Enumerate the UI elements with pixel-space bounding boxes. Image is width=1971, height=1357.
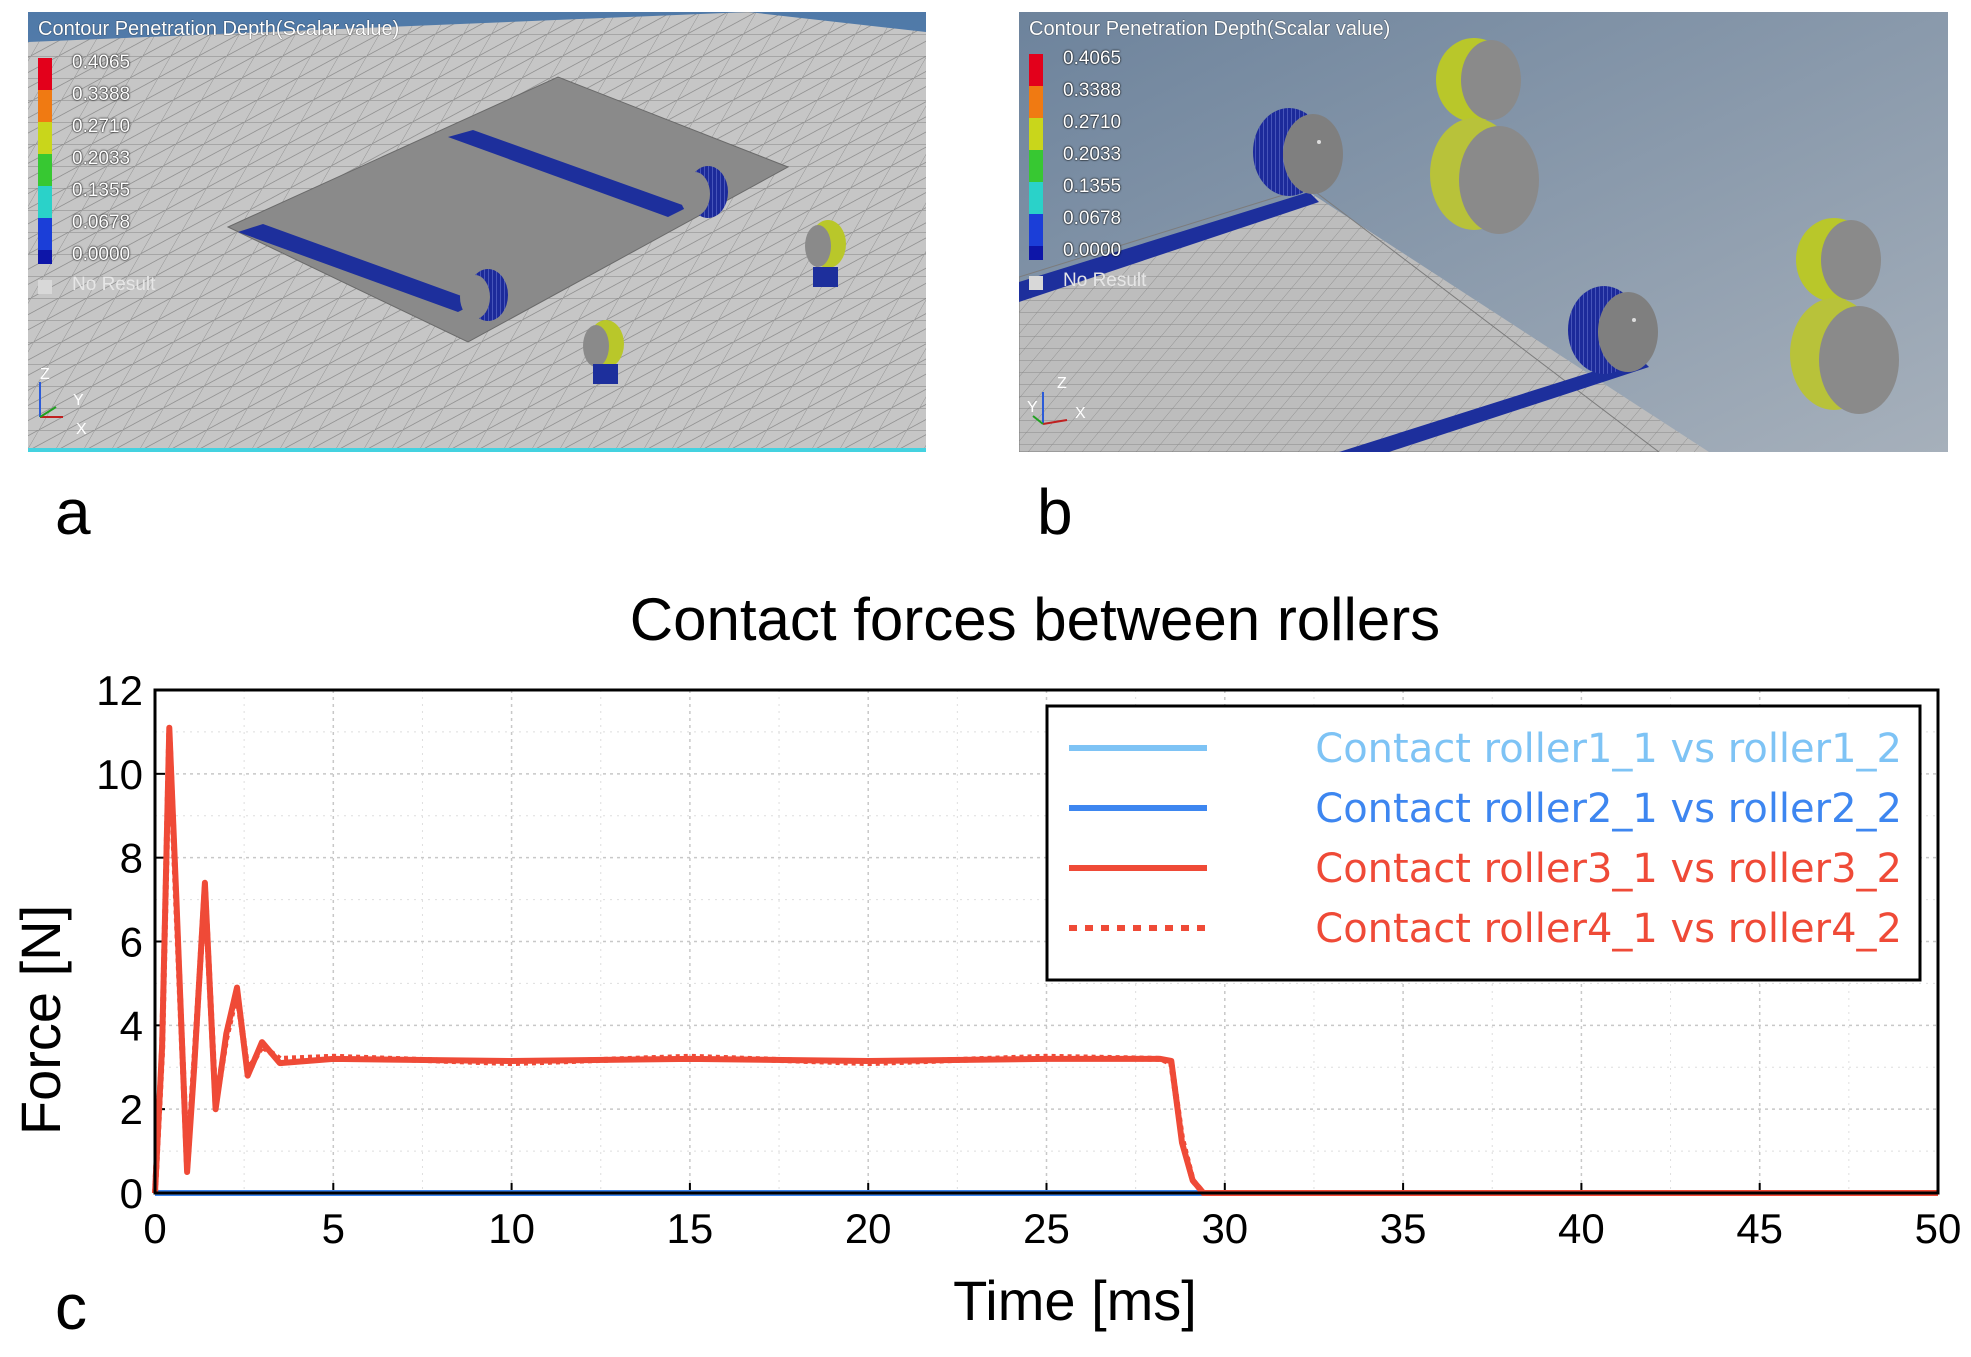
x-tick-label: 20 (845, 1205, 892, 1252)
no-result-label: No Result (72, 274, 156, 295)
scale-value: 0.2033 (1063, 144, 1122, 165)
panel-letter-a: a (55, 476, 91, 548)
scale-swatch (38, 250, 52, 264)
roller-yellow-pair-1 (1430, 38, 1539, 234)
sheet-plate (1019, 186, 1660, 452)
axis-z-label: Z (1057, 375, 1067, 392)
scale-value: 0.2710 (72, 116, 131, 137)
bottom-edge (28, 448, 926, 452)
scale-swatch (1029, 214, 1043, 246)
legend-label: Contact roller2_1 vs roller2_2 (1315, 786, 1902, 832)
y-tick-label: 4 (120, 1002, 143, 1049)
scale-value: 0.3388 (72, 84, 131, 105)
scale-swatch (1029, 182, 1043, 214)
roller-pair-2 (460, 269, 508, 321)
x-tick-label: 0 (143, 1205, 166, 1252)
x-tick-label: 40 (1558, 1205, 1605, 1252)
x-tick-label: 10 (488, 1205, 535, 1252)
y-tick-label: 12 (96, 667, 143, 714)
roller-pair-4 (583, 320, 624, 384)
axis-x-label: X (76, 421, 87, 438)
scale-swatch (38, 90, 52, 122)
x-tick-label: 5 (322, 1205, 345, 1252)
y-tick-label: 8 (120, 835, 143, 882)
x-tick-label: 25 (1023, 1205, 1070, 1252)
roller-blue-2 (1568, 286, 1658, 374)
axis-y-label: Y (73, 392, 84, 409)
x-axis-label: Time [ms] (953, 1269, 1197, 1332)
scale-swatch (1029, 246, 1043, 260)
axis-triad (1032, 392, 1068, 425)
panel-letter-c: c (55, 1271, 87, 1343)
scale-value: 0.1355 (1063, 176, 1122, 197)
plot-frame (153, 688, 1940, 1195)
axis-z-label: Z (40, 366, 50, 383)
scale-swatch (38, 58, 52, 90)
no-result-swatch (1029, 276, 1043, 290)
y-tick-label: 2 (120, 1086, 143, 1133)
legend-label: Contact roller4_1 vs roller4_2 (1315, 906, 1902, 952)
panel-b-scene: Z Y X (1019, 12, 1948, 452)
roller-yellow-pair-2 (1790, 218, 1899, 414)
contact-strip-bottom (1339, 357, 1649, 452)
panel-b-view: Z Y X Contour Penetration Depth(Scalar v… (1019, 12, 1948, 452)
scale-swatch (1029, 150, 1043, 182)
ground-mesh (1019, 192, 1709, 452)
contact-strip-bottom (238, 224, 478, 312)
x-tick-label: 35 (1380, 1205, 1427, 1252)
scale-value: 0.0678 (72, 212, 131, 233)
contour-title: Contour Penetration Depth(Scalar value) (38, 18, 400, 40)
x-tick-label: 45 (1736, 1205, 1783, 1252)
scale-swatch (38, 186, 52, 218)
scale-swatch (1029, 118, 1043, 150)
axis-triad (39, 382, 63, 418)
scale-value: 0.2033 (72, 148, 131, 169)
legend-box (1045, 704, 1922, 982)
contour-title: Contour Penetration Depth(Scalar value) (1029, 18, 1391, 40)
scale-swatch (38, 218, 52, 250)
scale-value: 0.3388 (1063, 80, 1122, 101)
roller-pair-1 (680, 166, 728, 218)
scale-swatch (38, 154, 52, 186)
scale-swatch (1029, 86, 1043, 118)
y-tick-label: 10 (96, 751, 143, 798)
scale-swatch (1029, 54, 1043, 86)
x-tick-label: 15 (667, 1205, 714, 1252)
scale-swatch (38, 122, 52, 154)
scale-value: 0.0678 (1063, 208, 1122, 229)
y-axis-label: Force [N] (9, 905, 72, 1135)
scale-value: 0.4065 (72, 52, 131, 73)
axis-x-label: X (1075, 405, 1086, 422)
contact-strip-top (448, 130, 688, 217)
x-tick-label: 50 (1915, 1205, 1962, 1252)
x-tick-label: 30 (1201, 1205, 1248, 1252)
axis-y-label: Y (1027, 399, 1038, 416)
no-result-swatch (38, 280, 52, 294)
scale-value: 0.0000 (1063, 240, 1122, 261)
legend-label: Contact roller3_1 vs roller3_2 (1315, 846, 1902, 892)
scale-value: 0.0000 (72, 244, 131, 265)
no-result-label: No Result (1063, 270, 1147, 291)
scale-value: 0.4065 (1063, 48, 1122, 69)
roller-pair-3 (805, 220, 846, 287)
scale-value: 0.1355 (72, 180, 131, 201)
y-tick-label: 0 (120, 1170, 143, 1217)
panel-letter-b: b (1037, 476, 1073, 548)
contact-strip-top (1019, 192, 1319, 302)
roller-blue-1 (1253, 108, 1343, 196)
y-tick-label: 6 (120, 919, 143, 966)
chart-title: Contact forces between rollers (630, 590, 1440, 653)
panel-a-scene: Z Y X (28, 12, 926, 452)
scale-value: 0.2710 (1063, 112, 1122, 133)
legend-label: Contact roller1_1 vs roller1_2 (1315, 726, 1902, 772)
panel-a-view: Z Y X Contour Penetration Depth(Scalar v… (28, 12, 926, 452)
